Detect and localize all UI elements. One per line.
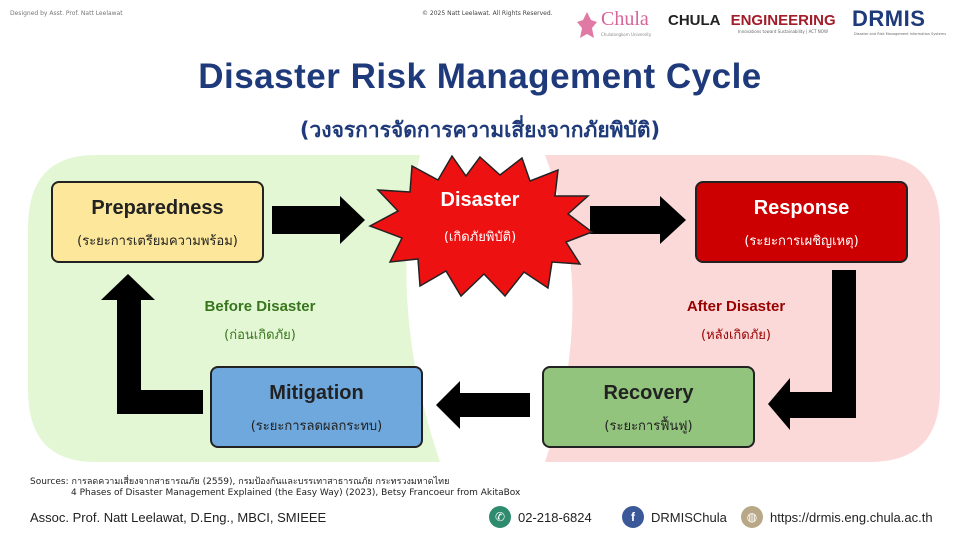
arrow-preparedness-to-disaster [272, 196, 365, 244]
before-disaster-sublabel: (ก่อนเกิดภัย) [224, 328, 296, 343]
response-subtitle: (ระยะการเผชิญเหตุ) [744, 234, 859, 249]
mitigation-box: Mitigation (ระยะการลดผลกระทบ) [210, 366, 423, 448]
after-disaster-label: After Disaster [686, 298, 786, 315]
page-subtitle: (วงจรการจัดการความเสี่ยงจากภัยพิบัติ) [299, 118, 661, 142]
footer-website[interactable]: https://drmis.eng.chula.ac.th [770, 510, 933, 525]
arrow-response-to-recovery [768, 270, 856, 430]
globe-icon: ◍ [741, 506, 763, 528]
disaster-label: Disaster (เกิดภัยพิบัติ) [405, 189, 555, 247]
footer-author: Assoc. Prof. Natt Leelawat, D.Eng., MBCI… [30, 510, 327, 525]
facebook-icon: f [622, 506, 644, 528]
page-title: Disaster Risk Management Cycle [198, 57, 762, 96]
preparedness-box: Preparedness (ระยะการเตรียมความพร้อม) [51, 181, 264, 263]
chula-emblem-icon [577, 12, 597, 38]
preparedness-subtitle: (ระยะการเตรียมความพร้อม) [77, 234, 238, 249]
phone-icon: ✆ [489, 506, 511, 528]
designer-credit: Designed by Asst. Prof. Natt Leelawat [10, 10, 123, 17]
preparedness-title: Preparedness [91, 197, 224, 219]
disaster-subtitle: (เกิดภัยพิบัติ) [443, 230, 517, 245]
before-disaster-label: Before Disaster [204, 298, 316, 315]
response-box: Response (ระยะการเผชิญเหตุ) [695, 181, 908, 263]
drmis-logo: DRMIS Disaster and Risk Management Infor… [852, 6, 947, 36]
arrow-disaster-to-response [590, 196, 686, 244]
arrow-recovery-to-mitigation [436, 381, 530, 429]
recovery-title: Recovery [603, 382, 694, 404]
sources-line-1: Sources: การลดความเสี่ยงจากสาธารณภัย (25… [30, 477, 450, 487]
disaster-starburst [368, 154, 594, 298]
recovery-box: Recovery (ระยะการฟื้นฟู) [542, 366, 755, 448]
mitigation-subtitle: (ระยะการลดผลกระทบ) [250, 419, 383, 434]
chula-engineering-logo: CHULA ENGINEERING Innovations toward Sus… [668, 12, 836, 34]
mitigation-title: Mitigation [269, 382, 364, 404]
sources-line-2: 4 Phases of Disaster Management Explaine… [71, 488, 521, 498]
recovery-subtitle: (ระยะการฟื้นฟู) [604, 419, 693, 434]
copyright: © 2025 Natt Leelawat. All Rights Reserve… [422, 10, 553, 17]
after-disaster-sublabel: (หลังเกิดภัย) [701, 328, 771, 343]
arrow-mitigation-to-preparedness [101, 274, 203, 414]
disaster-title: Disaster [440, 189, 520, 211]
footer-facebook[interactable]: DRMISChula [651, 510, 727, 525]
footer-phone: 02-218-6824 [518, 510, 592, 525]
response-title: Response [753, 197, 850, 219]
chula-logo: Chula Chulalongkorn University [575, 8, 660, 42]
